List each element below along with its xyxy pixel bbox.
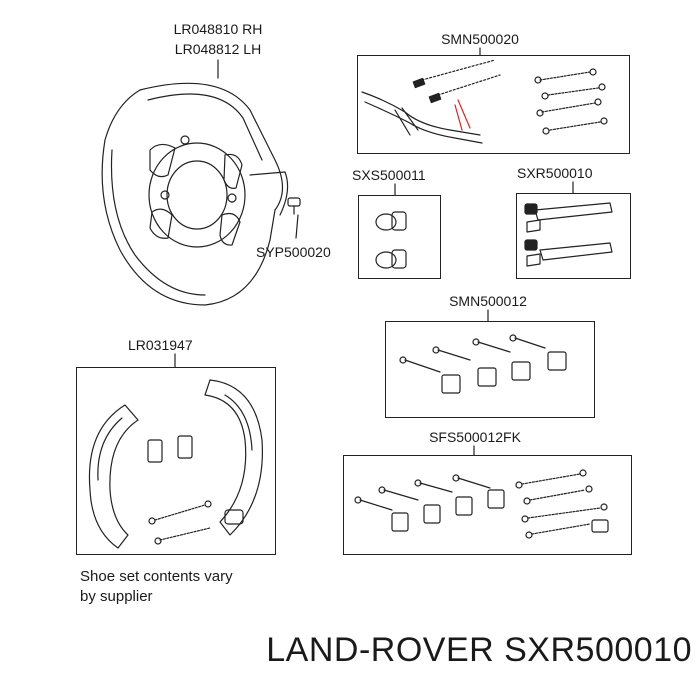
shoes-label: LR031947 bbox=[128, 337, 193, 353]
full-kit-drawing bbox=[354, 469, 609, 539]
leader-lines bbox=[174, 47, 574, 456]
note-line-2: by supplier bbox=[80, 588, 153, 605]
full-kit-springs bbox=[515, 469, 609, 539]
pins-drawing bbox=[375, 211, 407, 269]
cable-kit-drawing bbox=[361, 59, 608, 144]
dust-shield-drawing bbox=[101, 82, 289, 306]
bolt-label: SYP500020 bbox=[256, 244, 331, 260]
brake-shoes-drawing bbox=[88, 379, 263, 549]
cable-kit-springs bbox=[534, 68, 608, 135]
full-kit-label: SFS500012FK bbox=[429, 429, 521, 445]
adjuster-kit-label: SXR500010 bbox=[517, 165, 593, 181]
hardware-kit-drawing bbox=[399, 334, 567, 394]
shield-rh-label: LR048810 RH bbox=[173, 21, 263, 37]
hardware-kit-label: SMN500012 bbox=[449, 293, 527, 309]
pins-box bbox=[358, 195, 441, 279]
adjuster-kit-drawing bbox=[524, 202, 613, 267]
note-line-1: Shoe set contents vary bbox=[80, 568, 233, 585]
cable-kit-label: SMN500020 bbox=[441, 31, 519, 47]
pins-label: SXS500011 bbox=[352, 167, 426, 183]
bolt-drawing bbox=[287, 197, 301, 215]
full-kit-pins bbox=[354, 474, 491, 511]
footer-part-number: LAND-ROVER SXR500010 bbox=[266, 631, 692, 669]
hardware-pins bbox=[399, 334, 546, 373]
shield-lh-label: LR048812 LH bbox=[174, 41, 262, 57]
